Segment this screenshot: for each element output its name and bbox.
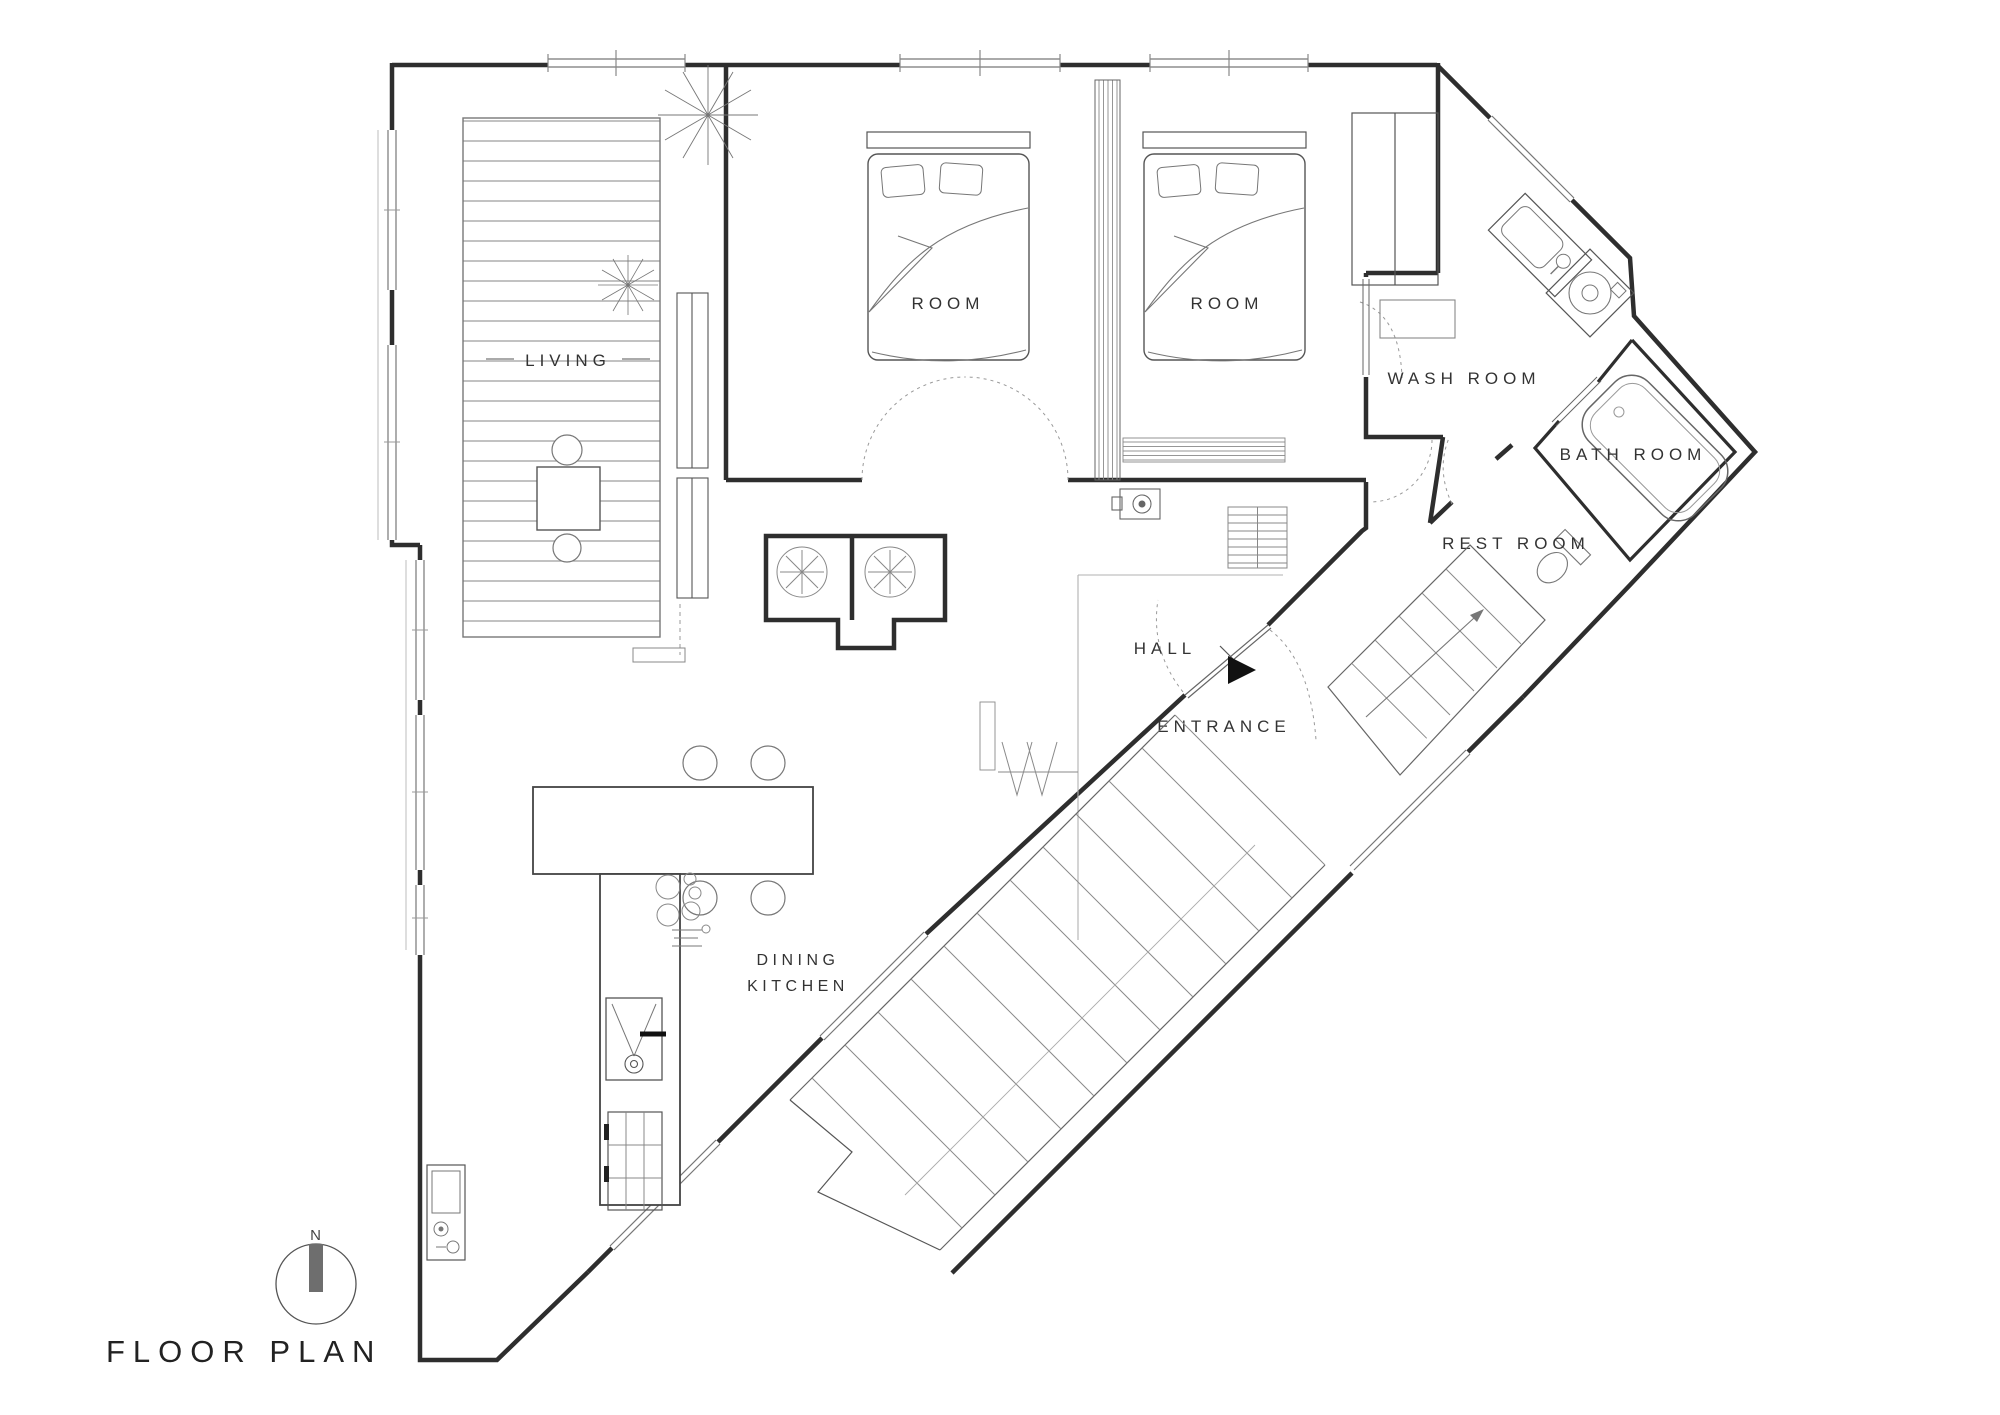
threshold — [632, 647, 686, 663]
dining-kitchen: DINING KITCHEN — [532, 546, 916, 1211]
handrail — [904, 844, 1256, 1196]
bathtub — [1581, 374, 1729, 522]
washroom-counter — [1379, 299, 1456, 339]
step-hatch-band — [1122, 437, 1286, 463]
plan-title: FLOOR PLAN — [106, 1334, 382, 1369]
washing-machine — [1545, 248, 1635, 338]
wash-room: WASH ROOM — [1362, 192, 1635, 388]
plant-icon — [598, 255, 658, 315]
hall-label: HALL — [1134, 639, 1197, 658]
shelf-closet — [1227, 506, 1288, 569]
wash-basin — [1487, 192, 1593, 298]
kitchen-island — [599, 873, 681, 1206]
door-swing-dashed — [1155, 599, 1317, 741]
wardrobe-closet — [1351, 112, 1439, 286]
bath-room: BATH ROOM — [1532, 338, 1738, 563]
living-room: LIVING — [462, 117, 709, 663]
entrance: ENTRANCE — [1155, 599, 1317, 741]
entrance-label: ENTRANCE — [1157, 717, 1291, 736]
kitchen-sink — [605, 997, 666, 1081]
tableware — [655, 872, 711, 947]
bedroom1-label: ROOM — [912, 294, 985, 313]
double-bed — [1142, 131, 1307, 362]
compass-needle — [309, 1244, 323, 1292]
bath-walls — [1532, 338, 1738, 563]
living-label: LIVING — [525, 351, 611, 370]
stove — [604, 1111, 663, 1211]
compass-north-label: N — [310, 1227, 322, 1244]
storage-fan-units — [776, 546, 916, 598]
washroom-label: WASH ROOM — [1388, 369, 1541, 388]
door-swing-dashed — [1369, 439, 1433, 503]
entry-direction-arrow — [1228, 656, 1256, 684]
dining-chair — [682, 745, 718, 781]
north-compass: N — [275, 1227, 357, 1325]
restroom-label: REST ROOM — [1442, 534, 1590, 553]
stairs-lower — [789, 714, 1326, 1251]
bath-sliding-door — [1551, 376, 1602, 427]
bedroom-2: ROOM — [1094, 79, 1439, 503]
bathroom-label: BATH ROOM — [1560, 445, 1707, 464]
living-stool — [552, 533, 582, 563]
double-bed — [866, 131, 1031, 362]
dining-label-line1: DINING — [757, 952, 840, 969]
toilet — [1536, 528, 1592, 584]
dining-label-line2: KITCHEN — [747, 978, 849, 995]
closet-door-dashed — [1359, 301, 1403, 379]
bedroom-1: ROOM — [861, 131, 1069, 481]
dining-chair — [750, 880, 786, 916]
hall: HALL — [979, 488, 1288, 940]
living-stool — [551, 434, 583, 466]
closet-strip — [676, 292, 709, 599]
coat-hanger-area — [979, 701, 1078, 797]
rest-room: REST ROOM — [1442, 437, 1592, 584]
threshold-tick — [1219, 645, 1235, 661]
dining-chair — [682, 880, 718, 916]
living-table — [536, 466, 601, 531]
door-swing-dashed — [861, 376, 1069, 481]
dining-table — [532, 786, 814, 875]
stairs-up-arrow — [1365, 609, 1484, 718]
bedroom2-label: ROOM — [1191, 294, 1264, 313]
plant-icon — [658, 65, 758, 165]
floor-boundary — [1077, 574, 1283, 940]
sliding-door — [1362, 279, 1370, 375]
utility-panel — [426, 1164, 466, 1261]
dining-chair — [750, 745, 786, 781]
door-swing-dashed — [1442, 437, 1453, 505]
stairs-upper — [1327, 544, 1546, 776]
control-device — [1111, 488, 1161, 520]
sliding-partition — [1094, 79, 1121, 481]
stairs-break-line — [789, 1099, 941, 1251]
